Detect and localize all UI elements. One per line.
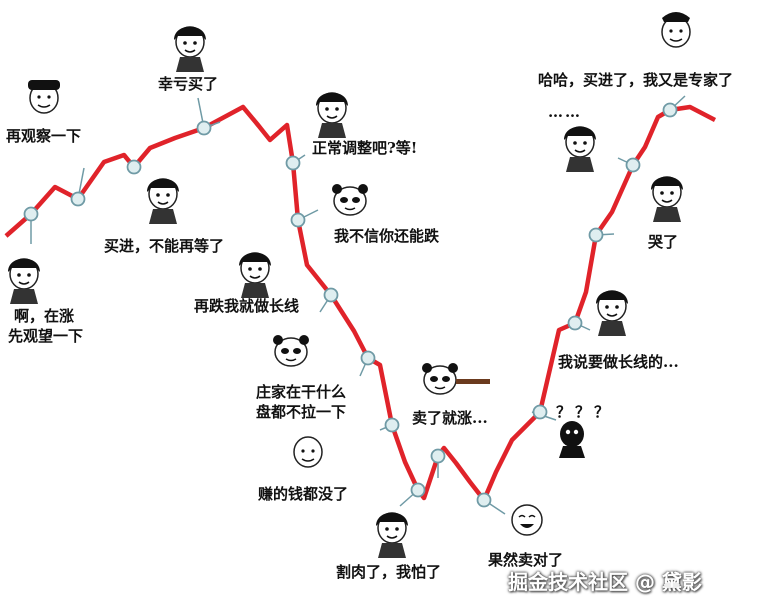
- caption-dealer-1: 庄家在干什么: [256, 383, 347, 401]
- meme-face-icon: [595, 289, 629, 337]
- meme-face-icon: [375, 511, 409, 559]
- price-node: [196, 120, 212, 136]
- price-node: [567, 315, 583, 331]
- price-node: [410, 482, 426, 498]
- caption-cut-loss: 割肉了，我怕了: [336, 563, 442, 581]
- price-node: [360, 350, 376, 366]
- price-node: [23, 206, 39, 222]
- price-node: [588, 227, 604, 243]
- caption-sure-enough: 果然卖对了: [488, 551, 564, 569]
- meme-face-icon: [650, 175, 684, 223]
- meme-face-icon: [511, 504, 543, 536]
- shadow-face-icon: [559, 421, 585, 458]
- price-node: [285, 155, 301, 171]
- caption-ah-rising: 啊，在涨: [14, 307, 75, 325]
- meme-face-icon: [7, 257, 41, 305]
- price-node: [532, 404, 548, 420]
- caption-long-term: 再跌我就做长线: [194, 297, 300, 315]
- meme-face-icon: [238, 251, 272, 299]
- caption-buy-cant-wait: 买进，不能再等了: [104, 237, 225, 255]
- panda-face-icon: [272, 334, 310, 367]
- caption-question: ？？？: [556, 403, 614, 421]
- caption-normal-adjust: 正常调整吧?等!: [312, 139, 418, 157]
- caption-dont-believe: 我不信你还能跌: [334, 227, 440, 245]
- price-node: [290, 212, 306, 228]
- bald-face-icon: [293, 436, 323, 468]
- meme-face-icon: [146, 177, 180, 225]
- caption-dots: ……: [548, 103, 582, 121]
- meme-face-icon: [173, 25, 207, 73]
- caption-reobserve: 再观察一下: [6, 127, 82, 145]
- meme-face-icon: [315, 91, 349, 139]
- caption-said-long: 我说要做长线的...: [558, 353, 679, 371]
- caption-money-gone: 赚的钱都没了: [258, 485, 349, 503]
- price-node: [625, 157, 641, 173]
- caption-dealer-2: 盘都不拉一下: [256, 403, 347, 421]
- watermark: 掘金技术社区 @ 黛影: [508, 570, 702, 594]
- caption-cried: 哭了: [648, 233, 679, 251]
- price-node: [70, 191, 86, 207]
- price-node: [662, 102, 678, 118]
- caption-sold-rises: 卖了就涨...: [412, 409, 488, 427]
- price-node: [126, 159, 142, 175]
- caption-expert: 哈哈，买进了，我又是专家了: [538, 71, 734, 89]
- meme-face-icon: [563, 125, 597, 173]
- panda-face-icon: [331, 183, 369, 216]
- price-node: [430, 448, 446, 464]
- price-node: [476, 492, 492, 508]
- caption-watch-first: 先观望一下: [8, 327, 84, 345]
- price-node: [384, 417, 400, 433]
- price-nodes: [23, 102, 678, 508]
- price-node: [323, 287, 339, 303]
- panda-face-icon: [421, 362, 459, 395]
- meme-faces: [7, 12, 691, 559]
- price-line: [4, 104, 717, 503]
- caption-lucky-bought: 幸亏买了: [158, 75, 219, 93]
